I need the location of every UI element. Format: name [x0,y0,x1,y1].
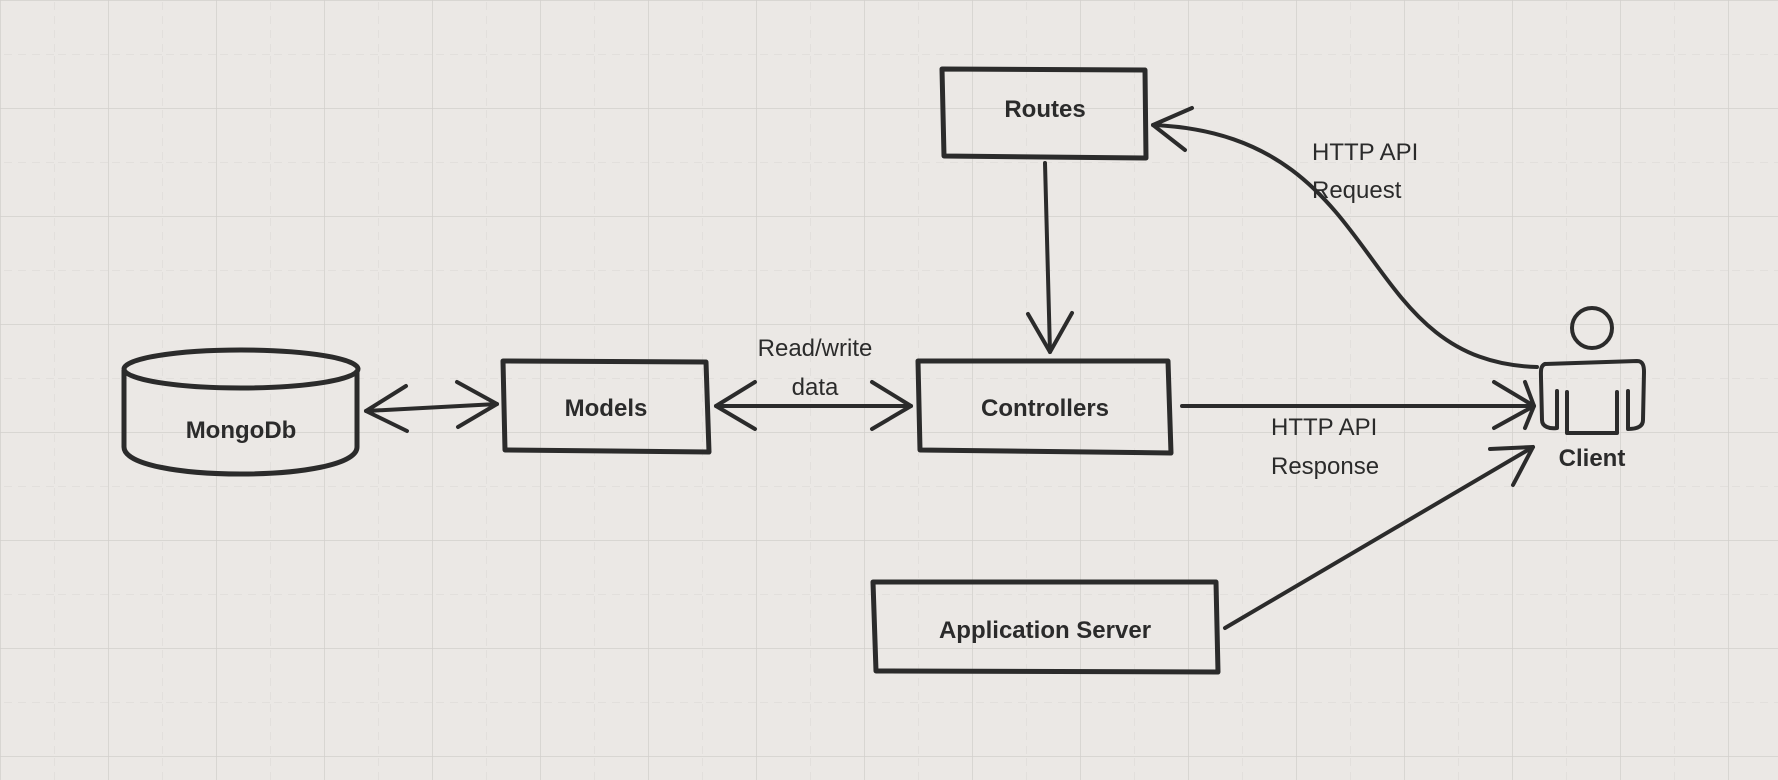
http-request-label-line2: Request [1312,177,1402,204]
application-server-node[interactable]: Application Server [870,579,1221,675]
http-response-label-line2: Response [1271,453,1379,480]
models-label: Models [565,395,648,422]
read-write-label-line1: Read/write [758,335,873,362]
http-response-label-line1: HTTP API [1271,414,1377,441]
controllers-label: Controllers [981,395,1109,422]
read-write-label-line2: data [792,374,839,401]
http-request-edge: HTTP API Request [1151,106,1539,369]
client-node[interactable]: Client [1538,306,1646,472]
mongodb-label: MongoDb [186,417,297,444]
appserver-client-edge [1223,445,1535,630]
client-label: Client [1559,445,1626,472]
mongodb-node[interactable]: MongoDb [121,347,361,477]
person-icon [1570,306,1614,350]
models-node[interactable]: Models [500,358,712,455]
routes-node[interactable]: Routes [939,66,1149,161]
http-response-edge: HTTP API Response [1180,380,1536,480]
models-controllers-edge: Read/write data [714,335,913,431]
mongodb-models-edge [364,380,499,433]
http-request-label-line1: HTTP API [1312,139,1418,166]
routes-label: Routes [1004,96,1085,123]
application-server-label: Application Server [939,617,1151,644]
controllers-node[interactable]: Controllers [915,358,1174,456]
routes-controllers-edge [1026,161,1074,354]
